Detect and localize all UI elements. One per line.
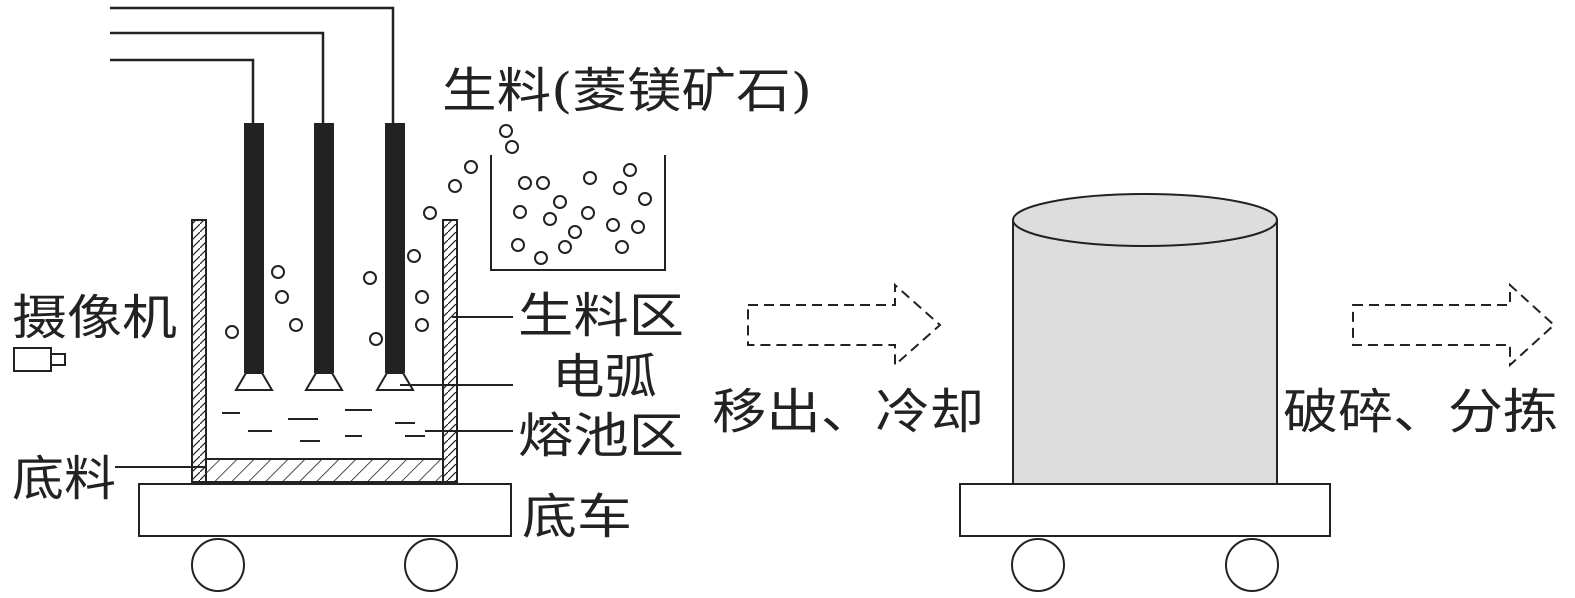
electrodes <box>234 123 415 391</box>
arc-label: 电弧 <box>552 349 657 405</box>
base-cart-2 <box>959 483 1331 592</box>
magnesia-ingot <box>1012 193 1278 485</box>
bottom-material-label: 底料 <box>12 451 116 507</box>
cart1-wheel-right <box>404 538 458 592</box>
melt-pool-label: 熔池区 <box>518 408 684 464</box>
arc-tip-right <box>375 372 415 391</box>
cart2-wheel-right <box>1225 538 1279 592</box>
electrode-middle <box>314 123 334 373</box>
arc-tip-left <box>234 372 274 391</box>
camera-label: 摄像机 <box>12 290 177 346</box>
step-crush-sort-label: 破碎、分拣 <box>1283 384 1558 440</box>
process-arrow-1 <box>747 282 942 368</box>
furnace-right-wall <box>442 219 458 483</box>
furnace-left-wall <box>191 219 207 483</box>
step-move-cool-label: 移出、冷却 <box>712 384 984 440</box>
feed-hopper <box>448 124 666 271</box>
base-cart-label: 底车 <box>522 489 632 545</box>
arc-tip-middle <box>304 372 344 391</box>
raw-zone-label: 生料区 <box>518 288 684 344</box>
furnace-shell <box>191 219 458 483</box>
raw-particles-furnace <box>225 206 437 346</box>
raw-material-label: 生料(菱镁矿石) <box>442 63 812 119</box>
base-cart-1 <box>138 483 512 592</box>
leader-lines <box>115 316 513 468</box>
cart2-wheel-left <box>1011 538 1065 592</box>
process-arrow-2 <box>1352 282 1556 368</box>
power-wires <box>110 6 395 125</box>
electrode-left <box>244 123 264 373</box>
electrode-right <box>385 123 405 373</box>
melt-pool-dashes <box>222 409 425 442</box>
bottom-material-layer <box>205 458 444 483</box>
camera-icon <box>13 347 66 372</box>
cart1-wheel-left <box>191 538 245 592</box>
